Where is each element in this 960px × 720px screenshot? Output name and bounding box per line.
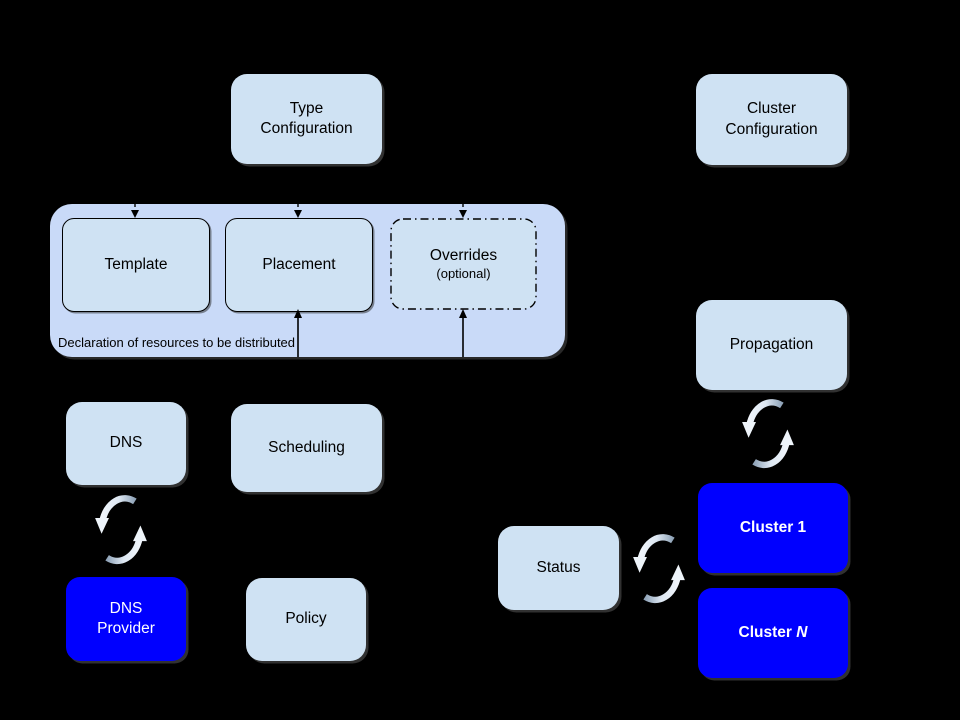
scheduling-node: Scheduling — [231, 404, 382, 492]
type-configuration-node: Type Configuration — [231, 74, 382, 164]
template-node: Template — [62, 218, 210, 312]
policy-node: Policy — [246, 578, 366, 661]
cluster-n-label-prefix: Cluster — [738, 623, 797, 641]
status-node: Status — [498, 526, 619, 610]
placement-node: Placement — [225, 218, 373, 312]
template-label: Template — [104, 256, 168, 273]
declaration-group: Template Placement Overrides (optional) … — [50, 204, 565, 357]
declaration-group-note: Declaration of resources to be distribut… — [58, 335, 296, 350]
dns-provider-node: DNS Provider — [66, 577, 186, 661]
dns-label: DNS — [109, 434, 143, 452]
scheduling-label: Scheduling — [268, 438, 345, 456]
arrow-into-overrides-head — [459, 210, 467, 218]
dns-node: DNS — [66, 402, 186, 485]
cluster-n-node: Cluster N — [698, 588, 848, 678]
status-label: Status — [536, 558, 581, 576]
propagation-label: Propagation — [729, 335, 814, 353]
cluster-n-label: Cluster N — [739, 623, 808, 643]
sync-icon-dns-provider — [93, 494, 149, 568]
policy-label: Policy — [285, 610, 327, 628]
cluster-1-node: Cluster 1 — [698, 483, 848, 573]
arrow-up-into-overrides-head — [459, 309, 467, 318]
placement-label: Placement — [262, 256, 336, 273]
cluster-1-label: Cluster 1 — [739, 518, 807, 536]
cluster-n-label-suffix: N — [796, 623, 808, 641]
overrides-node: Overrides (optional) — [390, 218, 537, 310]
arrow-into-template-head — [131, 210, 139, 218]
overrides-label: Overrides — [429, 247, 498, 264]
sync-icon-status-clusters — [631, 533, 687, 607]
propagation-node: Propagation — [696, 300, 847, 390]
cluster-configuration-label: Cluster Configuration — [725, 100, 818, 138]
overrides-sublabel: (optional) — [436, 266, 491, 281]
cluster-configuration-node: Cluster Configuration — [696, 74, 847, 165]
dns-provider-label: DNS Provider — [97, 599, 155, 637]
type-configuration-label: Type Configuration — [260, 99, 353, 137]
sync-icon-propagation-clusters — [740, 398, 796, 472]
arrow-into-placement-head — [294, 210, 302, 218]
